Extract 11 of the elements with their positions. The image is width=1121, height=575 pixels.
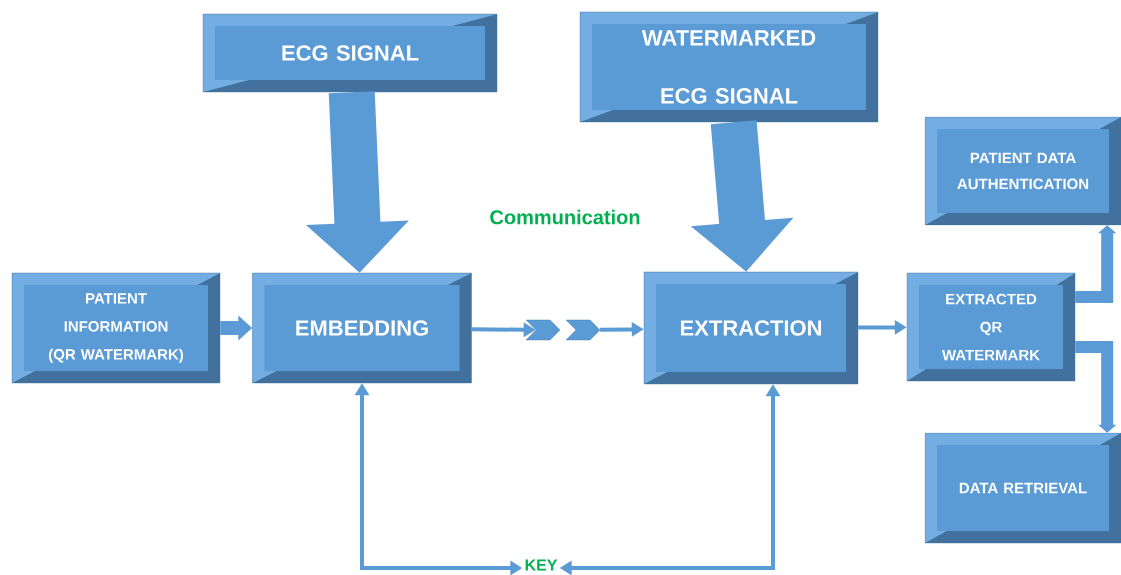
process-box: PATIENT INFORMATION (QR WATERMARK) bbox=[11, 272, 221, 384]
process-box: DATA RETRIEVAL bbox=[924, 432, 1121, 544]
process-box: PATIENT DATA AUTHENTICATION bbox=[924, 116, 1121, 226]
process-box: EXTRACTED QR WATERMARK bbox=[906, 272, 1076, 382]
process-box: ECG SIGNAL bbox=[202, 13, 498, 93]
channel-label: Communication bbox=[490, 209, 640, 225]
chevron-shape bbox=[525, 319, 561, 341]
key-label: KEY bbox=[525, 559, 558, 571]
chevron-shape bbox=[565, 319, 601, 341]
process-box: WATERMARKED ECG SIGNAL bbox=[579, 11, 879, 123]
arrow bbox=[1075, 341, 1117, 433]
